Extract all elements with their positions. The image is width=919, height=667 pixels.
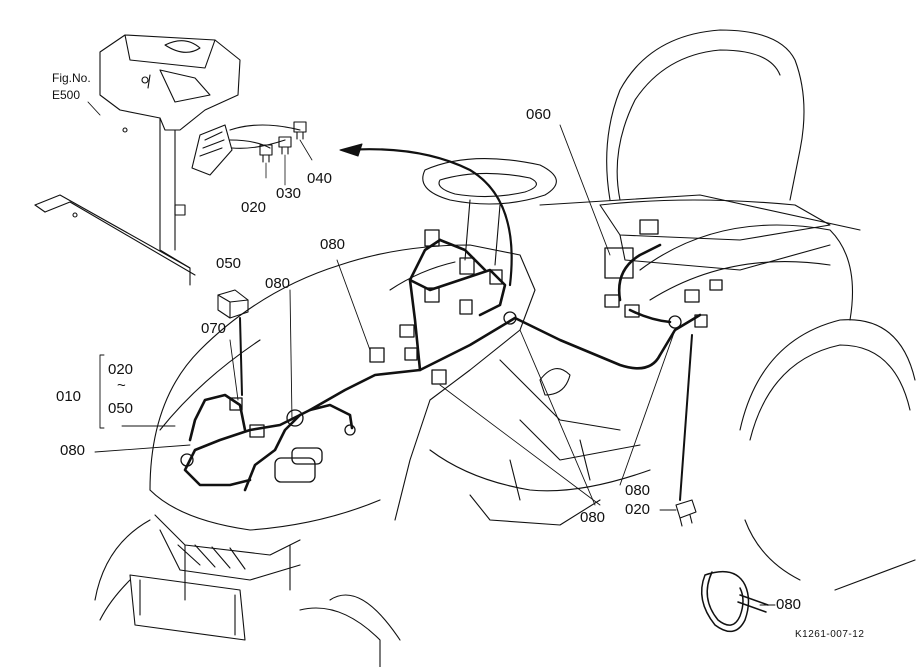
callout-060: 060: [526, 106, 552, 123]
callout-020-top: 020: [241, 199, 267, 216]
callout-010: 010: [56, 388, 82, 405]
callout-080-bottom-center: 080: [580, 509, 606, 526]
drawing-code: K1261-007-12: [795, 629, 865, 640]
fuse-020-right: [675, 499, 697, 527]
frame-bar: [34, 194, 196, 276]
relay-050: [217, 289, 249, 319]
cable-tie-080: [700, 570, 769, 633]
fuse-box-panel: [99, 34, 241, 286]
callout-080-left-top: 080: [265, 275, 291, 292]
range-start: 020: [108, 361, 134, 378]
range-tilde: ~: [117, 377, 126, 394]
callout-080-right: 080: [625, 482, 651, 499]
callout-080-center: 080: [320, 236, 346, 253]
fuse-030: [278, 136, 292, 155]
fuse-040: [293, 121, 307, 140]
callout-080-left: 080: [60, 442, 86, 459]
fuse-020: [259, 144, 273, 163]
callout-030: 030: [276, 185, 302, 202]
fig-label: Fig.No.: [52, 71, 91, 85]
callout-080-tie: 080: [776, 596, 802, 613]
fuse-holder: [191, 124, 301, 176]
leader-lines: [87, 101, 776, 606]
callout-020-right: 020: [625, 501, 651, 518]
callout-070: 070: [201, 320, 227, 337]
reference-arrow: [343, 148, 513, 287]
fig-number: E500: [52, 88, 81, 102]
harness-connectors: [180, 219, 723, 483]
callout-050-top: 050: [216, 255, 242, 272]
tractor-body: [94, 29, 916, 667]
callout-040: 040: [307, 170, 333, 187]
range-end: 050: [108, 400, 134, 417]
